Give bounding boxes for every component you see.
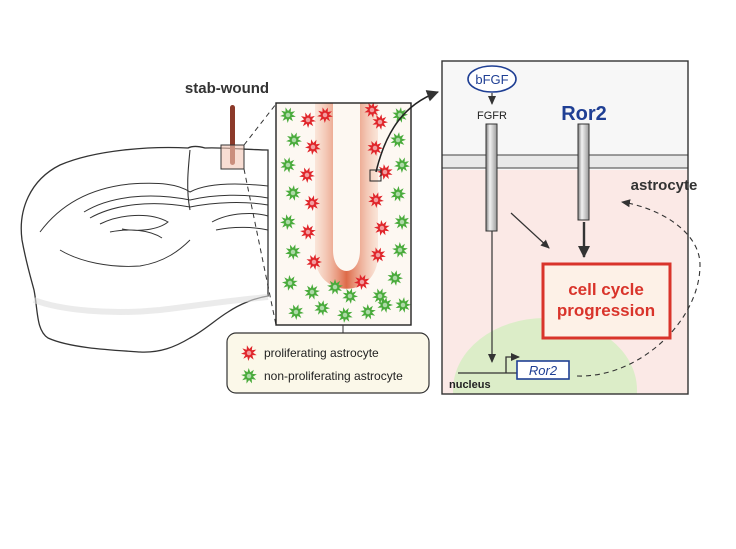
ror2-gene-label: Ror2 [529,363,558,378]
legend-non-proliferating-swatch [241,368,257,384]
non-proliferating-astrocyte-icon [241,368,257,384]
proliferating-astrocyte [300,112,316,128]
zoom-line-top [243,103,277,146]
brain-section [20,145,269,353]
non-proliferating-astrocyte [286,132,302,148]
ror2-receptor [577,123,590,221]
legend-box [226,332,430,394]
wound-core [333,103,360,271]
ventral-shading [32,294,269,315]
proliferating-astrocyte [367,140,383,156]
non-proliferating-astrocyte [327,279,343,295]
proliferating-astrocyte-icon [241,345,257,361]
cell-membrane [442,155,688,168]
proliferating-astrocyte [317,107,333,123]
nucleus-label: nucleus [449,379,491,391]
proliferating-astrocyte [372,114,388,130]
brain-midline [187,149,191,211]
cell-cycle-line2: progression [557,301,655,320]
fgfr-to-cellcycle-arrow [510,212,550,249]
fgfr-label: FGFR [477,110,507,122]
proliferating-astrocyte [300,224,316,240]
transcription-start-arrow [505,353,520,373]
inset-zoom-box [369,169,382,182]
zoom-arrow [375,90,439,173]
non-proliferating-astrocyte [390,186,406,202]
corpus-callosum [83,194,269,219]
non-proliferating-astrocyte [377,297,393,313]
ror2-gene-box [516,360,570,380]
zoom-region-box [220,144,245,170]
non-proliferating-astrocyte [360,304,376,320]
non-proliferating-astrocyte [390,132,406,148]
non-proliferating-astrocyte [342,288,358,304]
inset-cells [280,103,411,323]
bfgf-label: bFGF [475,72,508,87]
proliferating-astrocyte [368,192,384,208]
cortex-boundary [39,182,269,233]
non-proliferating-astrocyte [304,284,320,300]
proliferating-astrocyte [374,220,390,236]
bfgf-ligand [467,65,517,93]
fgfr-receptor [485,123,498,232]
non-proliferating-astrocyte [280,214,296,230]
proliferating-astrocyte [306,254,322,270]
non-proliferating-astrocyte [337,307,353,323]
legend: proliferating astrocyte non-proliferatin… [226,332,430,394]
non-proliferating-astrocyte [392,107,408,123]
stab-wound-label: stab-wound [185,80,269,97]
proliferating-astrocyte [304,195,320,211]
non-proliferating-astrocyte [392,242,408,258]
feedback-arrow [576,199,701,377]
non-proliferating-astrocyte [372,288,388,304]
proliferating-astrocyte [354,274,370,290]
hippocampus-left [99,214,169,239]
non-proliferating-astrocyte [387,270,403,286]
inner-contour [59,239,191,267]
non-proliferating-astrocyte [395,297,411,313]
proliferating-astrocyte [364,103,380,118]
non-proliferating-astrocyte [314,300,330,316]
non-proliferating-astrocyte [285,185,301,201]
cell-cycle-line1: cell cycle [568,280,644,299]
legend-non-proliferating-label: non-proliferating astrocyte [264,369,403,383]
astrocyte-label: astrocyte [631,177,698,194]
proliferating-astrocyte [299,167,315,183]
brain-outline [20,145,269,353]
non-proliferating-astrocyte [282,275,298,291]
non-proliferating-astrocyte [280,107,296,123]
wound-inset [275,102,412,326]
hippocampus-right [211,213,269,231]
non-proliferating-astrocyte [285,244,301,260]
non-proliferating-astrocyte [288,304,304,320]
astrocyte-signaling-panel: bFGF FGFR Ror2 astrocyte cell cycle prog… [441,60,701,395]
non-proliferating-astrocyte [394,157,410,173]
proliferating-astrocyte [305,139,321,155]
ror2-protein-label: Ror2 [561,103,607,125]
non-proliferating-astrocyte [280,157,296,173]
non-proliferating-astrocyte [394,214,410,230]
panel-border [441,60,689,395]
legend-proliferating-swatch [241,345,257,361]
legend-proliferating-label: proliferating astrocyte [264,346,379,360]
proliferating-astrocyte [370,247,386,263]
cell-cycle-box [541,262,672,340]
